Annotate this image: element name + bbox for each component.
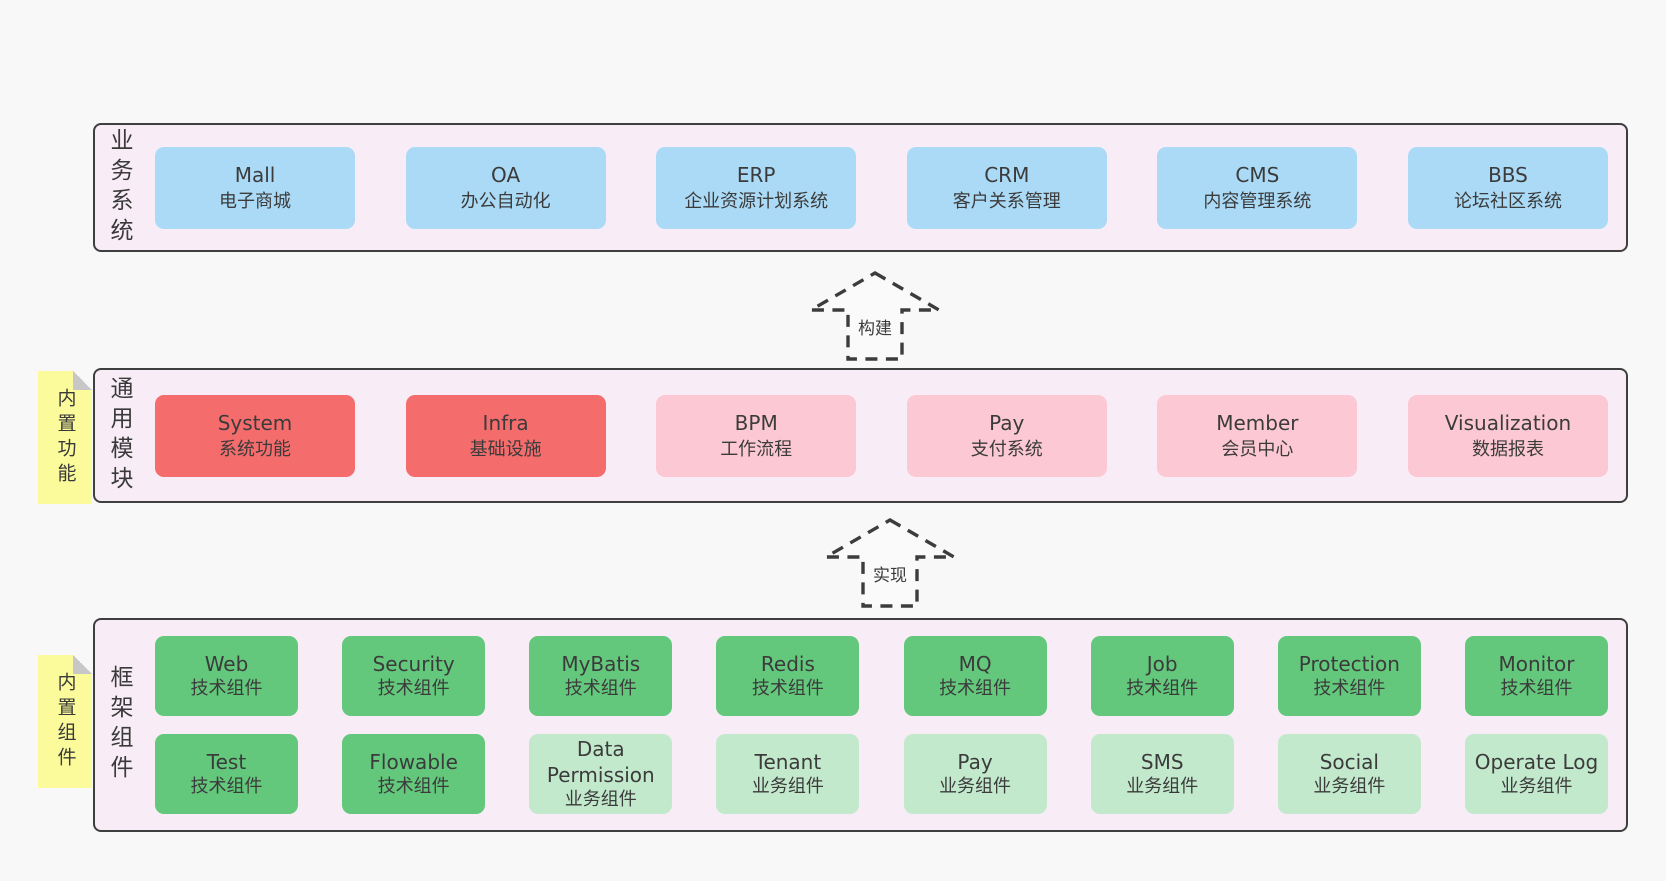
box-security: Security 技术组件 xyxy=(342,636,486,716)
framework-boxes-grid: Web 技术组件 Security 技术组件 MyBatis 技术组件 Redi… xyxy=(155,620,1626,830)
box-monitor: Monitor 技术组件 xyxy=(1464,636,1608,716)
note-built-in-features-text: 内置功能 xyxy=(54,387,77,488)
folded-corner-icon xyxy=(73,371,92,390)
box-tenant: Tenant 业务组件 xyxy=(716,734,860,814)
box-data-permission: Data Permission 业务组件 xyxy=(529,734,673,814)
box-sms: SMS 业务组件 xyxy=(1090,734,1234,814)
business-boxes-row: Mall 电子商城 OA 办公自动化 ERP 企业资源计划系统 CRM 客户关系… xyxy=(155,125,1626,250)
box-member: Member 会员中心 xyxy=(1157,394,1358,477)
box-crm: CRM 客户关系管理 xyxy=(906,146,1107,229)
arrow-build-label: 构建 xyxy=(855,314,895,339)
arrow-implement: 实现 xyxy=(820,517,960,609)
box-social: Social 业务组件 xyxy=(1277,734,1421,814)
folded-corner-icon xyxy=(73,655,92,674)
framework-row-2: Test 技术组件 Flowable 技术组件 Data Permission … xyxy=(155,734,1608,814)
box-cms: CMS 内容管理系统 xyxy=(1157,146,1358,229)
box-erp: ERP 企业资源计划系统 xyxy=(656,146,857,229)
note-built-in-components-text: 内置组件 xyxy=(54,671,77,772)
box-protection: Protection 技术组件 xyxy=(1277,636,1421,716)
section-business-systems: 业务系统 Mall 电子商城 OA 办公自动化 ERP 企业资源计划系统 CRM… xyxy=(93,123,1628,252)
box-pay-component: Pay 业务组件 xyxy=(903,734,1047,814)
arrow-build: 构建 xyxy=(805,270,945,362)
note-built-in-components: 内置组件 xyxy=(38,655,92,788)
box-redis: Redis 技术组件 xyxy=(716,636,860,716)
arrow-implement-label: 实现 xyxy=(870,561,910,586)
section-framework-label: 框架组件 xyxy=(106,665,132,785)
common-boxes-row: System 系统功能 Infra 基础设施 BPM 工作流程 Pay 支付系统… xyxy=(155,370,1626,501)
box-mybatis: MyBatis 技术组件 xyxy=(529,636,673,716)
box-job: Job 技术组件 xyxy=(1090,636,1234,716)
note-built-in-features: 内置功能 xyxy=(38,371,92,504)
box-mall: Mall 电子商城 xyxy=(155,146,355,229)
box-bbs: BBS 论坛社区系统 xyxy=(1407,146,1608,229)
box-bpm: BPM 工作流程 xyxy=(656,394,857,477)
box-web: Web 技术组件 xyxy=(155,636,298,716)
section-common-label-wrap: 通用模块 xyxy=(106,370,155,501)
box-visualization: Visualization 数据报表 xyxy=(1407,394,1608,477)
box-mq: MQ 技术组件 xyxy=(903,636,1047,716)
framework-row-1: Web 技术组件 Security 技术组件 MyBatis 技术组件 Redi… xyxy=(155,636,1608,716)
box-flowable: Flowable 技术组件 xyxy=(342,734,486,814)
box-operate-log: Operate Log 业务组件 xyxy=(1464,734,1608,814)
box-test: Test 技术组件 xyxy=(155,734,298,814)
section-common-modules: 通用模块 System 系统功能 Infra 基础设施 BPM 工作流程 Pay… xyxy=(93,368,1628,503)
section-framework-label-wrap: 框架组件 xyxy=(106,620,155,830)
box-pay-module: Pay 支付系统 xyxy=(906,394,1107,477)
box-system: System 系统功能 xyxy=(155,394,355,477)
section-business-label: 业务系统 xyxy=(106,127,132,248)
box-infra: Infra 基础设施 xyxy=(405,394,606,477)
section-common-label: 通用模块 xyxy=(106,375,132,496)
section-framework-components: 框架组件 Web 技术组件 Security 技术组件 MyBatis 技术组件… xyxy=(93,618,1628,832)
section-business-label-wrap: 业务系统 xyxy=(106,125,155,250)
box-oa: OA 办公自动化 xyxy=(405,146,606,229)
